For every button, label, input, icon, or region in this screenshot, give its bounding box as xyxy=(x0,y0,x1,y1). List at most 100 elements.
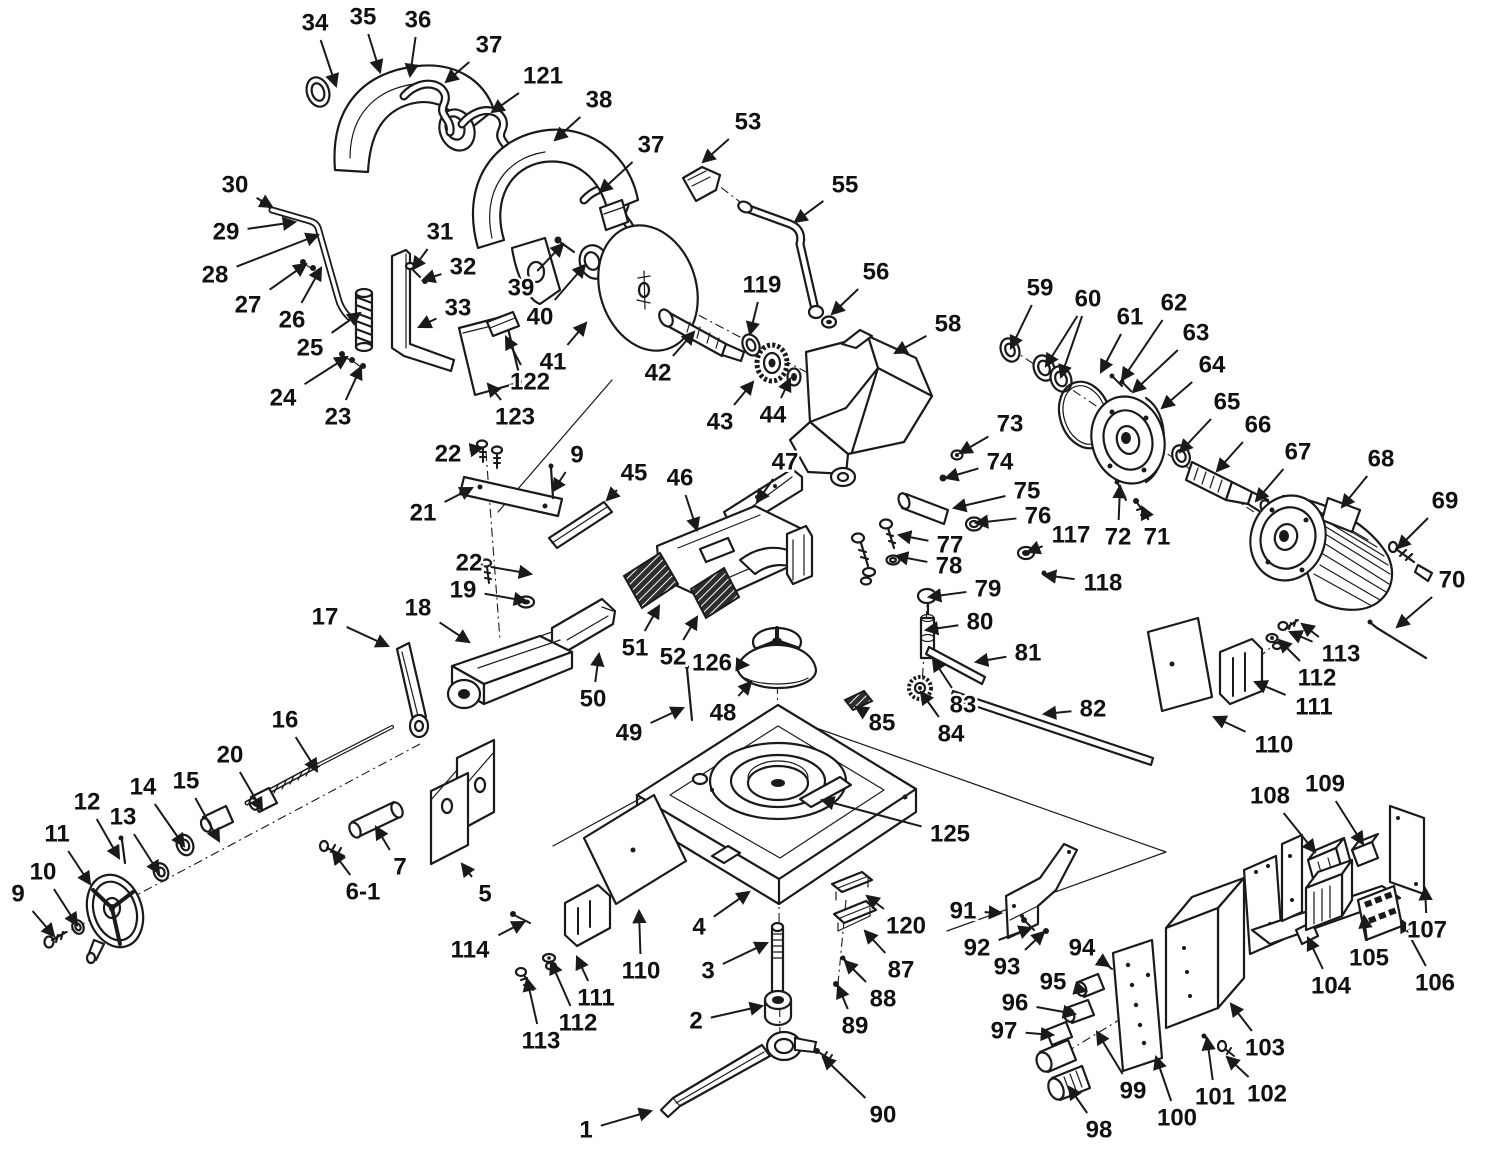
part-number: 121 xyxy=(523,63,563,90)
part-number: 17 xyxy=(312,604,339,631)
part-label-37: 37 xyxy=(444,29,505,84)
part-label-71: 71 xyxy=(1141,505,1173,553)
part-number: 42 xyxy=(645,360,672,387)
leader-arrow xyxy=(1099,333,1122,374)
parts-artwork xyxy=(43,64,1434,1119)
part-label-96: 96 xyxy=(999,987,1078,1019)
clamp-pads xyxy=(622,551,874,712)
part-number: 123 xyxy=(495,404,535,431)
part-number: 101 xyxy=(1195,1084,1235,1111)
part-label-32: 32 xyxy=(420,251,479,284)
leader-arrow xyxy=(865,894,885,910)
part-number: 29 xyxy=(213,219,240,246)
leader-arrow xyxy=(745,301,760,337)
leader-arrow xyxy=(411,248,429,271)
leader-arrow xyxy=(722,941,769,965)
part-number: 21 xyxy=(410,500,437,527)
part-number: 72 xyxy=(1105,524,1132,551)
leader-arrow xyxy=(1025,1026,1056,1042)
leader-arrow xyxy=(300,266,323,304)
leader-arrow xyxy=(420,269,442,284)
part-number: 90 xyxy=(870,1102,897,1129)
part-number: 58 xyxy=(935,311,962,338)
part-number: 38 xyxy=(586,87,613,114)
part-number: 95 xyxy=(1040,969,1067,996)
part-label-1: 1 xyxy=(577,1107,654,1146)
leader-arrow xyxy=(632,908,647,955)
part-number: 32 xyxy=(450,254,477,281)
leader-arrow xyxy=(1399,918,1427,967)
part-number: 111 xyxy=(1295,694,1332,721)
part-number: 44 xyxy=(760,402,787,429)
leader-arrow xyxy=(650,706,685,724)
part-number: 126 xyxy=(692,650,732,677)
part-number: 75 xyxy=(1014,478,1041,505)
part-number: 71 xyxy=(1144,524,1171,551)
part-number: 67 xyxy=(1285,439,1312,466)
part-label-53: 53 xyxy=(701,106,764,164)
part-label-34: 34 xyxy=(299,7,339,89)
part-label-105: 105 xyxy=(1346,913,1392,974)
leader-arrow xyxy=(522,976,539,1025)
part-number: 78 xyxy=(936,553,963,580)
part-label-112: 112 xyxy=(1277,638,1339,694)
leader-arrow xyxy=(1340,475,1368,509)
turntable-base xyxy=(635,703,918,906)
leader-arrow xyxy=(468,443,485,458)
leader-arrow xyxy=(133,833,161,875)
part-label-12: 12 xyxy=(71,786,121,860)
part-label-81: 81 xyxy=(973,637,1044,669)
leader-arrow xyxy=(737,680,753,697)
part-number: 37 xyxy=(476,32,503,59)
part-label-69: 69 xyxy=(1396,485,1461,550)
part-number: 18 xyxy=(405,595,432,622)
leader-arrow xyxy=(598,161,634,194)
swivel-head-mount xyxy=(685,626,818,722)
part-label-41: 41 xyxy=(537,321,588,378)
leader-arrow xyxy=(1044,315,1079,368)
part-number: 98 xyxy=(1086,1117,1113,1144)
part-label-9: 9 xyxy=(9,878,56,938)
saw-blade-and-arbor xyxy=(554,224,802,387)
part-label-65: 65 xyxy=(1178,386,1243,454)
part-label-113: 113 xyxy=(519,976,563,1057)
part-label-7: 7 xyxy=(374,825,409,883)
part-number: 11 xyxy=(44,821,69,848)
part-number: 110 xyxy=(622,958,661,985)
part-label-29: 29 xyxy=(210,216,298,248)
leader-arrow xyxy=(444,487,474,503)
part-label-38: 38 xyxy=(553,84,615,142)
mounting-plate xyxy=(458,439,614,550)
leader-arrow xyxy=(1025,540,1043,555)
leader-arrow xyxy=(319,39,339,89)
leader-arrow xyxy=(713,890,751,918)
part-number: 39 xyxy=(508,275,535,302)
leader-arrow xyxy=(973,514,1017,529)
part-label-111: 111 xyxy=(1253,680,1335,723)
leader-arrow xyxy=(863,929,887,954)
part-label-15: 15 xyxy=(170,765,221,843)
part-label-40: 40 xyxy=(524,263,587,333)
part-label-126: 126 xyxy=(689,647,751,679)
part-number: 117 xyxy=(1052,522,1091,549)
part-number: 109 xyxy=(1305,771,1345,798)
part-label-26: 26 xyxy=(276,266,323,336)
leader-arrow xyxy=(1160,381,1193,410)
part-number: 89 xyxy=(842,1013,869,1040)
part-label-75: 75 xyxy=(951,475,1043,513)
part-number: 9 xyxy=(11,881,24,908)
part-label-78: 78 xyxy=(893,550,965,582)
part-number: 23 xyxy=(325,404,352,431)
leader-arrow xyxy=(1041,569,1075,584)
part-label-109: 109 xyxy=(1302,768,1365,846)
part-number: 119 xyxy=(743,272,782,299)
leader-arrow xyxy=(1153,1054,1173,1102)
part-label-113: 113 xyxy=(1288,622,1363,670)
leader-arrow xyxy=(919,690,940,718)
contactor-assembly xyxy=(1242,804,1426,956)
part-number: 118 xyxy=(1084,570,1123,597)
leader-arrow xyxy=(701,138,730,164)
part-label-103: 103 xyxy=(1229,1002,1288,1064)
part-label-52: 52 xyxy=(657,615,699,673)
